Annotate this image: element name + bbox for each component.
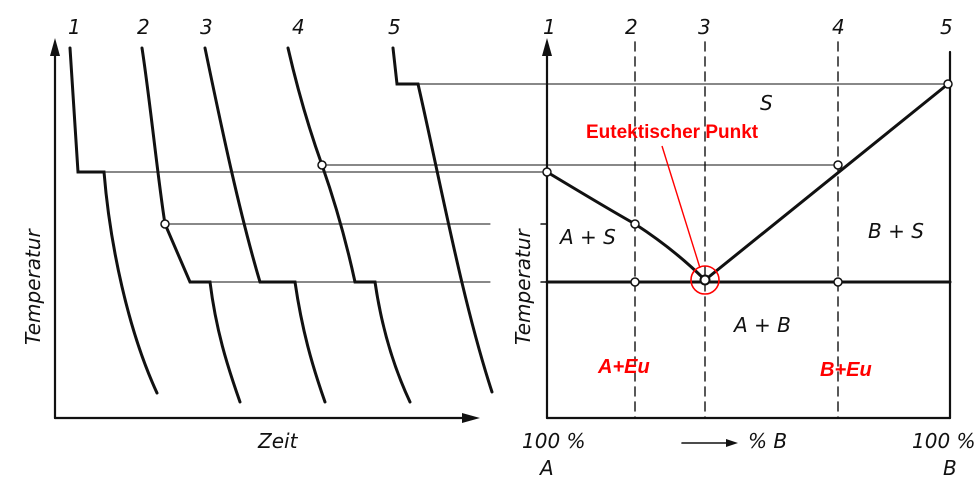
- left-y-axis-label: Temperatur: [21, 227, 45, 345]
- point-liquidus-2: [630, 219, 640, 229]
- x-right-percent-label: 100 %: [912, 429, 976, 453]
- point-eutectic-col4: [833, 277, 843, 287]
- eutectic-pointer-line: [661, 145, 701, 269]
- left-x-axis-label: Zeit: [257, 429, 299, 453]
- column-label-3: 3: [698, 15, 711, 39]
- x-left-component-label: A: [538, 456, 554, 480]
- region-label-b-plus-s: B + S: [868, 219, 924, 243]
- curve-label-1: 1: [68, 15, 81, 39]
- x-right-component-label: B: [943, 456, 957, 480]
- point-liquidus-4: [833, 160, 843, 170]
- point-eutectic-col2: [630, 277, 640, 287]
- left-x-axis-arrow: [462, 413, 480, 423]
- region-label-a-plus-b: A + B: [732, 313, 791, 337]
- liquidus-line-b: [703, 82, 950, 282]
- left-y-axis-arrow: [50, 38, 60, 56]
- curve-marker-4: [317, 160, 327, 170]
- eutectic-annotation: [661, 145, 720, 295]
- curve-label-4: 4: [292, 15, 305, 39]
- cooling-curve-5: [391, 46, 494, 394]
- cooling-curve-1: [68, 46, 159, 395]
- region-label-liquid: S: [760, 91, 773, 115]
- point-eutectic: [699, 274, 711, 286]
- eutectic-highlight-circle: [690, 265, 720, 295]
- curve-marker-2: [160, 219, 170, 229]
- region-label-a-plus-s: A + S: [558, 225, 616, 249]
- cooling-curve-4: [286, 46, 412, 404]
- cooling-curves-panel: [50, 38, 949, 423]
- eutectic-point-label: Eutektischer Punkt: [586, 122, 759, 143]
- percent-b-arrow-head: [726, 439, 738, 447]
- cooling-curve-3: [203, 46, 327, 404]
- cooling-curve-2: [140, 46, 242, 404]
- column-label-2: 2: [625, 15, 638, 39]
- region-label-b-eu: B+Eu: [820, 359, 872, 381]
- column-label-5: 5: [940, 15, 953, 39]
- x-mid-label: % B: [748, 429, 787, 453]
- column-label-4: 4: [832, 15, 845, 39]
- curve-label-2: 2: [137, 15, 150, 39]
- region-label-a-eu: A+Eu: [597, 356, 650, 378]
- point-a-melting: [542, 167, 552, 177]
- x-left-percent-label: 100 %: [522, 429, 586, 453]
- point-b-melting: [943, 79, 953, 89]
- curve-label-5: 5: [388, 15, 401, 39]
- right-y-axis-label: Temperatur: [511, 227, 535, 345]
- curve-label-3: 3: [200, 15, 213, 39]
- phase-diagram-panel: [540, 38, 953, 447]
- column-label-1: 1: [543, 15, 556, 39]
